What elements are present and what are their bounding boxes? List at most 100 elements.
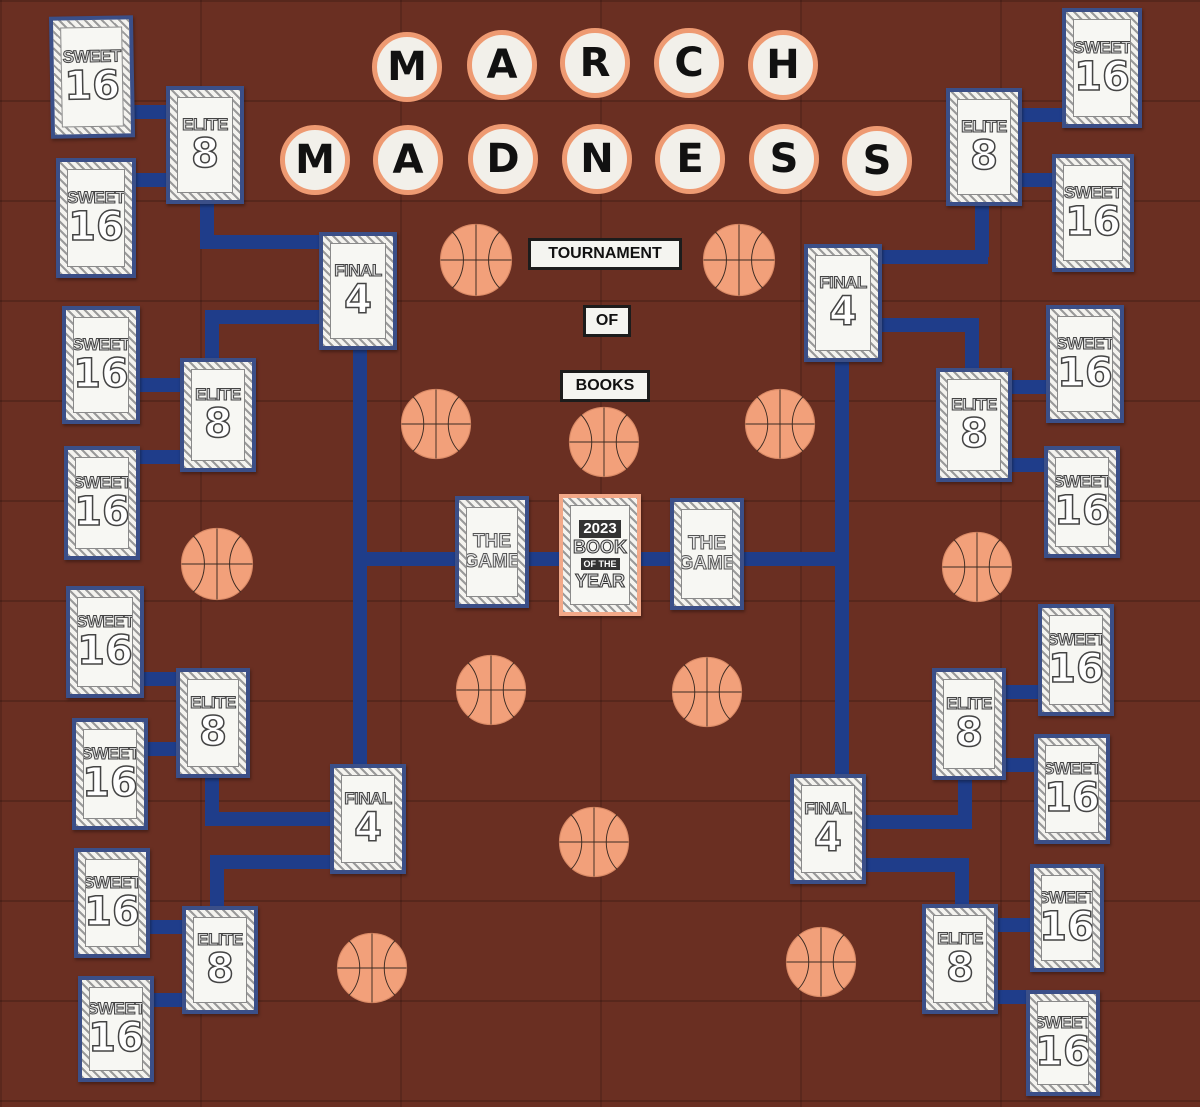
basketball-icon <box>336 932 408 1004</box>
card-number: 4 <box>828 288 857 335</box>
card-word: FINAL <box>804 798 853 818</box>
card-word: ELITE <box>190 692 237 712</box>
bracket-line <box>742 552 849 566</box>
card-number: 8 <box>969 132 998 179</box>
elite8-card: ELITE 8 <box>180 358 256 472</box>
bracket-line <box>995 990 1030 1004</box>
final4-card: FINAL 4 <box>330 764 406 874</box>
bracket-line <box>210 855 333 869</box>
basketball-icon <box>702 223 776 297</box>
card-word: SWEET <box>77 611 133 631</box>
bracket-line <box>527 552 562 566</box>
card-word: SWEET <box>73 334 129 354</box>
title-letter: D <box>468 124 538 194</box>
bracket-line <box>205 310 322 324</box>
sweet16-card: SWEET 16 <box>56 158 136 278</box>
card-word: ELITE <box>937 928 984 948</box>
card-word: SWEET <box>83 743 137 763</box>
basketball-icon <box>180 527 254 601</box>
card-line: GAME <box>681 553 733 574</box>
card-word: SWEET <box>1064 182 1122 202</box>
card-word: ELITE <box>951 394 998 414</box>
title-letter: R <box>560 28 630 98</box>
elite8-card: ELITE 8 <box>936 368 1012 482</box>
bracket-line <box>878 318 978 332</box>
bracket-line <box>138 450 182 464</box>
sweet16-card: SWEET 16 <box>1034 734 1110 844</box>
bracket-line <box>150 993 184 1007</box>
year-label: 2023 <box>579 520 621 538</box>
card-number: 8 <box>203 400 232 447</box>
sweet16-card: SWEET 16 <box>1046 305 1124 423</box>
card-number: 16 <box>63 61 121 109</box>
card-number: 16 <box>1055 487 1109 534</box>
card-word: SWEET <box>67 187 125 207</box>
title-letter: A <box>467 30 537 100</box>
bracket-line <box>200 235 322 249</box>
bracket-line <box>140 672 180 686</box>
sweet16-card: SWEET 16 <box>74 848 150 958</box>
final4-card: FINAL 4 <box>319 232 397 350</box>
the-game-card: THE GAME <box>455 496 529 608</box>
card-line: GAME <box>466 551 518 572</box>
of-sign: OF <box>583 305 631 337</box>
elite8-card: ELITE 8 <box>182 906 258 1014</box>
sweet16-card: SWEET 16 <box>48 15 136 139</box>
elite8-card: ELITE 8 <box>176 668 250 778</box>
card-number: 16 <box>1064 198 1121 245</box>
bracket-line <box>958 778 972 826</box>
card-number: 16 <box>83 759 137 806</box>
card-number: 16 <box>1049 645 1103 692</box>
bracket-line <box>205 812 333 826</box>
title-letter: H <box>748 30 818 100</box>
card-number: 16 <box>1057 349 1113 396</box>
basketball-icon <box>744 388 816 460</box>
bracket-line <box>862 858 968 872</box>
sweet16-card: SWEET 16 <box>1030 864 1104 972</box>
card-number: 16 <box>75 488 129 535</box>
bracket-line <box>1020 173 1055 187</box>
card-number: 16 <box>68 203 124 250</box>
bracket-line <box>975 205 989 257</box>
book-label: BOOK <box>573 537 628 557</box>
card-line: THE <box>688 533 727 555</box>
sweet16-card: SWEET 16 <box>1044 446 1120 558</box>
basketball-icon <box>941 531 1013 603</box>
title-letter: A <box>373 125 443 195</box>
card-number: 16 <box>85 888 139 935</box>
card-word: ELITE <box>946 693 993 713</box>
sweet16-card: SWEET 16 <box>78 976 154 1082</box>
card-word: ELITE <box>961 116 1008 136</box>
card-line: THE <box>473 531 512 553</box>
card-word: SWEET <box>1045 758 1099 778</box>
card-word: SWEET <box>1049 629 1103 649</box>
elite8-card: ELITE 8 <box>932 668 1006 780</box>
basketball-icon <box>455 654 527 726</box>
card-word: SWEET <box>89 998 143 1018</box>
card-number: 16 <box>1037 1028 1089 1075</box>
bracket-line <box>130 105 170 119</box>
book-of-the-year-card: 2023 BOOK OF THE YEAR <box>559 494 641 616</box>
title-letter: S <box>842 126 912 196</box>
card-number: 8 <box>945 944 974 991</box>
card-number: 4 <box>353 804 382 851</box>
card-number: 16 <box>1045 774 1099 821</box>
bracket-line <box>135 378 182 392</box>
bracket-line <box>1010 458 1048 472</box>
bracket-line <box>1020 108 1064 122</box>
bracket-line <box>835 358 849 778</box>
card-word: FINAL <box>334 260 383 280</box>
card-number: 8 <box>190 130 219 177</box>
final4-card: FINAL 4 <box>790 774 866 884</box>
bracket-line <box>1010 380 1048 394</box>
title-letter: S <box>749 124 819 194</box>
card-word: ELITE <box>182 114 229 134</box>
card-word: SWEET <box>1055 471 1109 491</box>
basketball-icon <box>671 656 743 728</box>
bracket-line <box>200 200 214 245</box>
card-word: SWEET <box>75 472 129 492</box>
card-word: SWEET <box>1038 1012 1089 1032</box>
card-word: SWEET <box>85 872 139 892</box>
card-word: SWEET <box>1073 37 1131 57</box>
